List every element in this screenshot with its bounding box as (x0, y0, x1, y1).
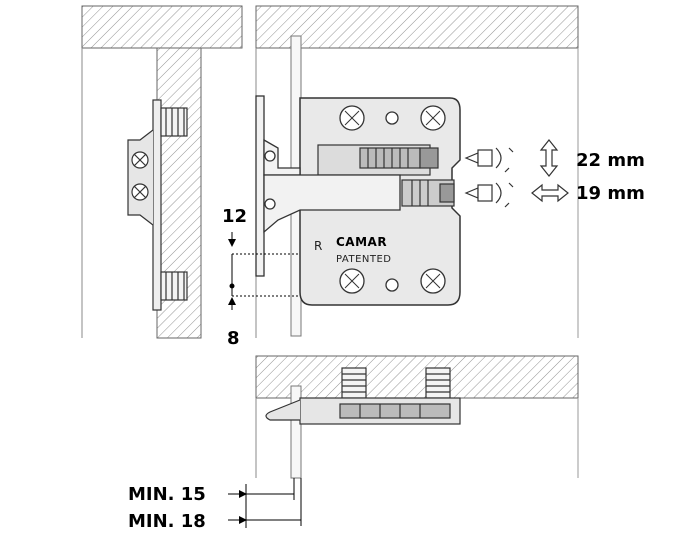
plate-patented: PATENTED (336, 254, 392, 265)
plate-hole-top (385, 111, 399, 125)
plate-hole-bottom (385, 278, 399, 292)
dimension-bottom-label: 8 (227, 328, 240, 349)
top-view: MIN. 15 MIN. 18 (128, 355, 579, 532)
double-arrow-vertical-icon (539, 139, 559, 177)
screw-bottom-right (420, 268, 446, 294)
plate-brand: CAMAR (336, 235, 387, 249)
adjustment-mechanism (317, 144, 455, 207)
min-18-label: MIN. 18 (128, 511, 206, 532)
screw-top-left (339, 105, 365, 131)
plate-side-mark: R (314, 239, 322, 253)
double-arrow-horizontal-icon (531, 183, 569, 203)
hanger-side-profile (127, 99, 188, 311)
dowels-top-view (341, 367, 451, 399)
hanger-arm (255, 95, 401, 277)
wall-top-left (81, 5, 243, 49)
vertical-dimension (228, 232, 300, 310)
side-view-left (81, 5, 243, 339)
screwdriver-icon (464, 147, 514, 173)
height-adjust-label: 22 mm (576, 150, 645, 171)
front-view: R CAMAR PATENTED 22 mm 19 mm (222, 5, 645, 349)
hanger-top-profile (265, 397, 461, 425)
dimension-top-label: 12 (222, 206, 247, 227)
screwdriver-icon (464, 182, 514, 208)
screw-top-right (420, 105, 446, 131)
wall-top-main (255, 5, 579, 49)
min-dimensions (228, 478, 302, 528)
depth-adjust-label: 19 mm (576, 183, 645, 204)
wall-top-bottom-view (255, 355, 579, 399)
side-panel-top-view (290, 385, 302, 479)
screw-bottom-left (339, 268, 365, 294)
min-15-label: MIN. 15 (128, 484, 206, 505)
